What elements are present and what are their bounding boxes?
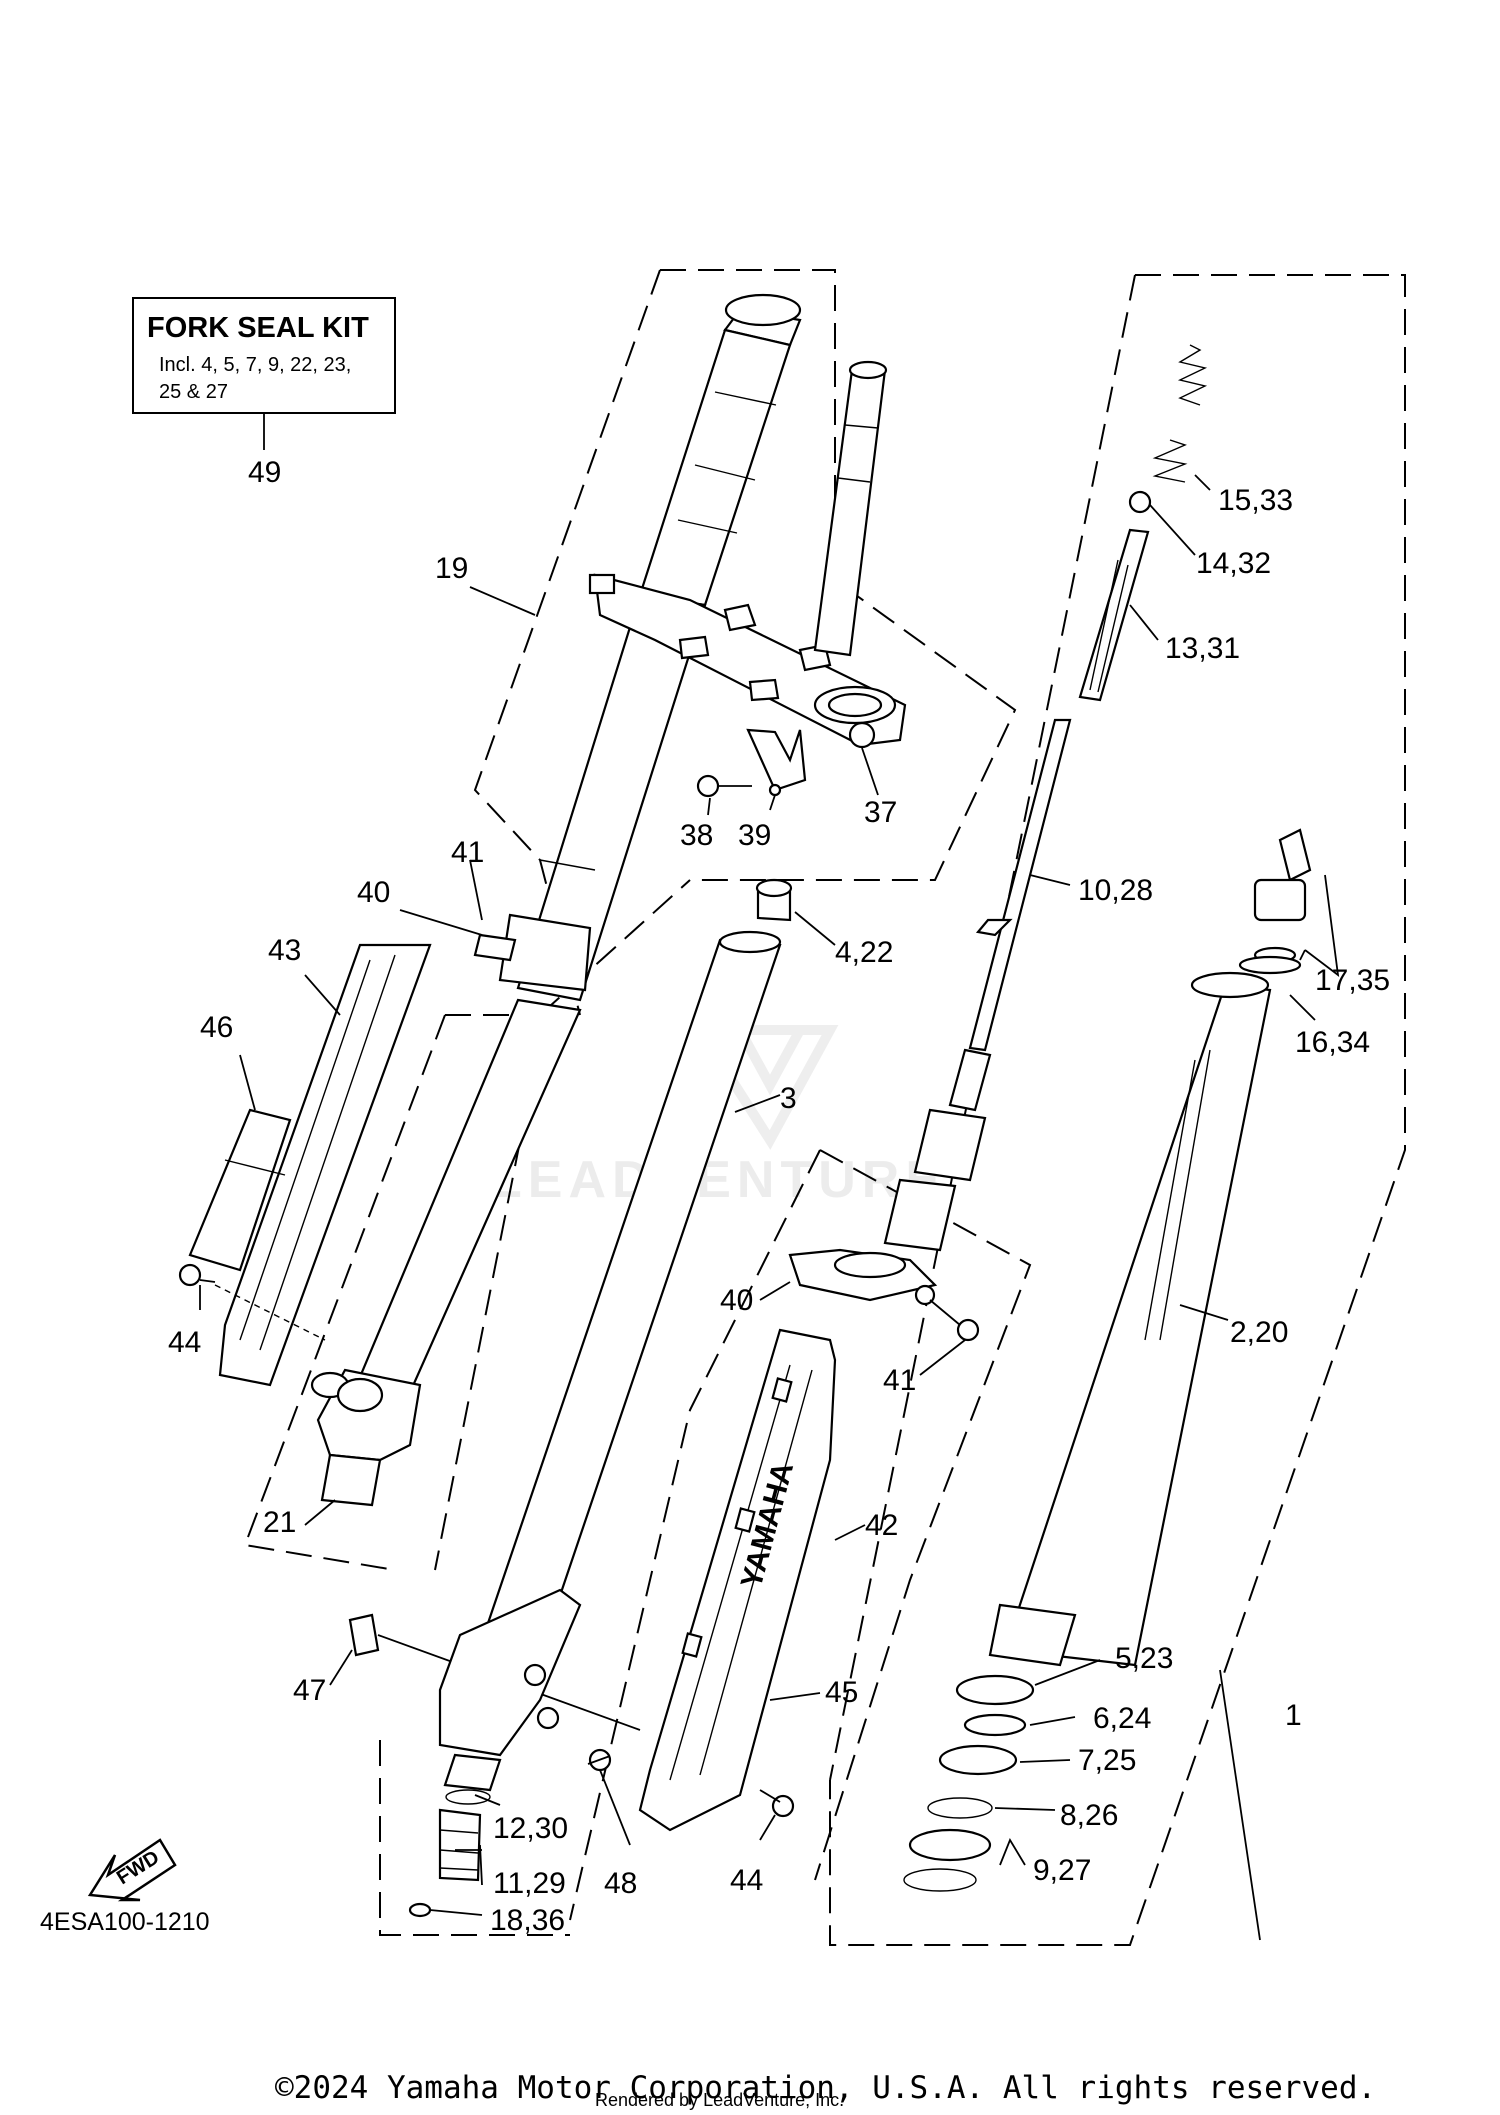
label-42: 42	[865, 1509, 898, 1542]
label-1: 1	[1285, 1699, 1302, 1732]
upper-bracket	[588, 360, 907, 798]
label-41-right: 41	[883, 1364, 916, 1397]
bottom-fittings	[348, 1588, 795, 1918]
fork-seal-kit-box: FORK SEAL KIT Incl. 4, 5, 7, 9, 22, 23, …	[132, 297, 396, 450]
label-16-34: 16,34	[1295, 1026, 1370, 1059]
rendered-by-note: Rendered by LeadVenture, Inc.	[595, 2090, 845, 2110]
label-11-29: 11,29	[493, 1867, 566, 1900]
label-19: 19	[435, 552, 468, 585]
fork-guard	[178, 943, 432, 1387]
label-21: 21	[263, 1506, 296, 1539]
watermark: LEADVENTURE	[490, 1025, 946, 1209]
label-49: 49	[248, 456, 281, 489]
label-48: 48	[604, 1867, 637, 1900]
lower-clamp	[788, 1248, 980, 1342]
spring-and-rod	[1078, 344, 1208, 702]
kit-box-title: FORK SEAL KIT	[147, 312, 369, 344]
label-39: 39	[738, 819, 771, 852]
seal-stack	[903, 1674, 1035, 1892]
label-44-right: 44	[730, 1864, 763, 1897]
label-12-30: 12,30	[493, 1812, 568, 1845]
label-37: 37	[864, 796, 897, 829]
kit-box-line1: Incl. 4, 5, 7, 9, 22, 23,	[159, 354, 351, 376]
label-6-24: 6,24	[1093, 1702, 1151, 1735]
label-47: 47	[293, 1674, 326, 1707]
label-8-26: 8,26	[1060, 1799, 1118, 1832]
watermark-text: LEADVENTURE	[490, 1151, 946, 1209]
fwd-arrow-icon: FWD	[87, 1838, 177, 1902]
label-46: 46	[200, 1011, 233, 1044]
label-9-27: 9,27	[1033, 1854, 1091, 1887]
label-15-33: 15,33	[1218, 484, 1293, 517]
label-41-left: 41	[451, 836, 484, 869]
label-13-31: 13,31	[1165, 632, 1240, 665]
label-10-28: 10,28	[1078, 874, 1153, 907]
label-2-20: 2,20	[1230, 1316, 1288, 1349]
label-17-35: 17,35	[1315, 964, 1390, 997]
label-44-left: 44	[168, 1326, 201, 1359]
label-7-25: 7,25	[1078, 1744, 1136, 1777]
label-40-right: 40	[720, 1284, 753, 1317]
label-38: 38	[680, 819, 713, 852]
outer-tube-right	[988, 828, 1312, 1667]
label-43: 43	[268, 934, 301, 967]
damper-rod	[883, 718, 1072, 1252]
outer-tube-assembly	[310, 293, 802, 1507]
label-4-22: 4,22	[835, 936, 893, 969]
label-45: 45	[825, 1676, 858, 1709]
label-14-32: 14,32	[1196, 547, 1271, 580]
label-40-left: 40	[357, 876, 390, 909]
part-labels: 19 41 40 43 46 44 21 47 38 39 37 4,22 3 …	[168, 456, 1390, 1937]
label-3: 3	[780, 1082, 797, 1115]
label-18-36: 18,36	[490, 1904, 565, 1937]
diagram-reference-code: 4ESA100-1210	[40, 1908, 210, 1936]
kit-box-line2: 25 & 27	[159, 381, 228, 403]
label-5-23: 5,23	[1115, 1642, 1173, 1675]
leader-lines	[199, 474, 1340, 1941]
copyright-notice: ©2024 Yamaha Motor Corporation, U.S.A. A…	[275, 2070, 1377, 2106]
fork-protector: YAMAHA	[638, 1328, 837, 1832]
